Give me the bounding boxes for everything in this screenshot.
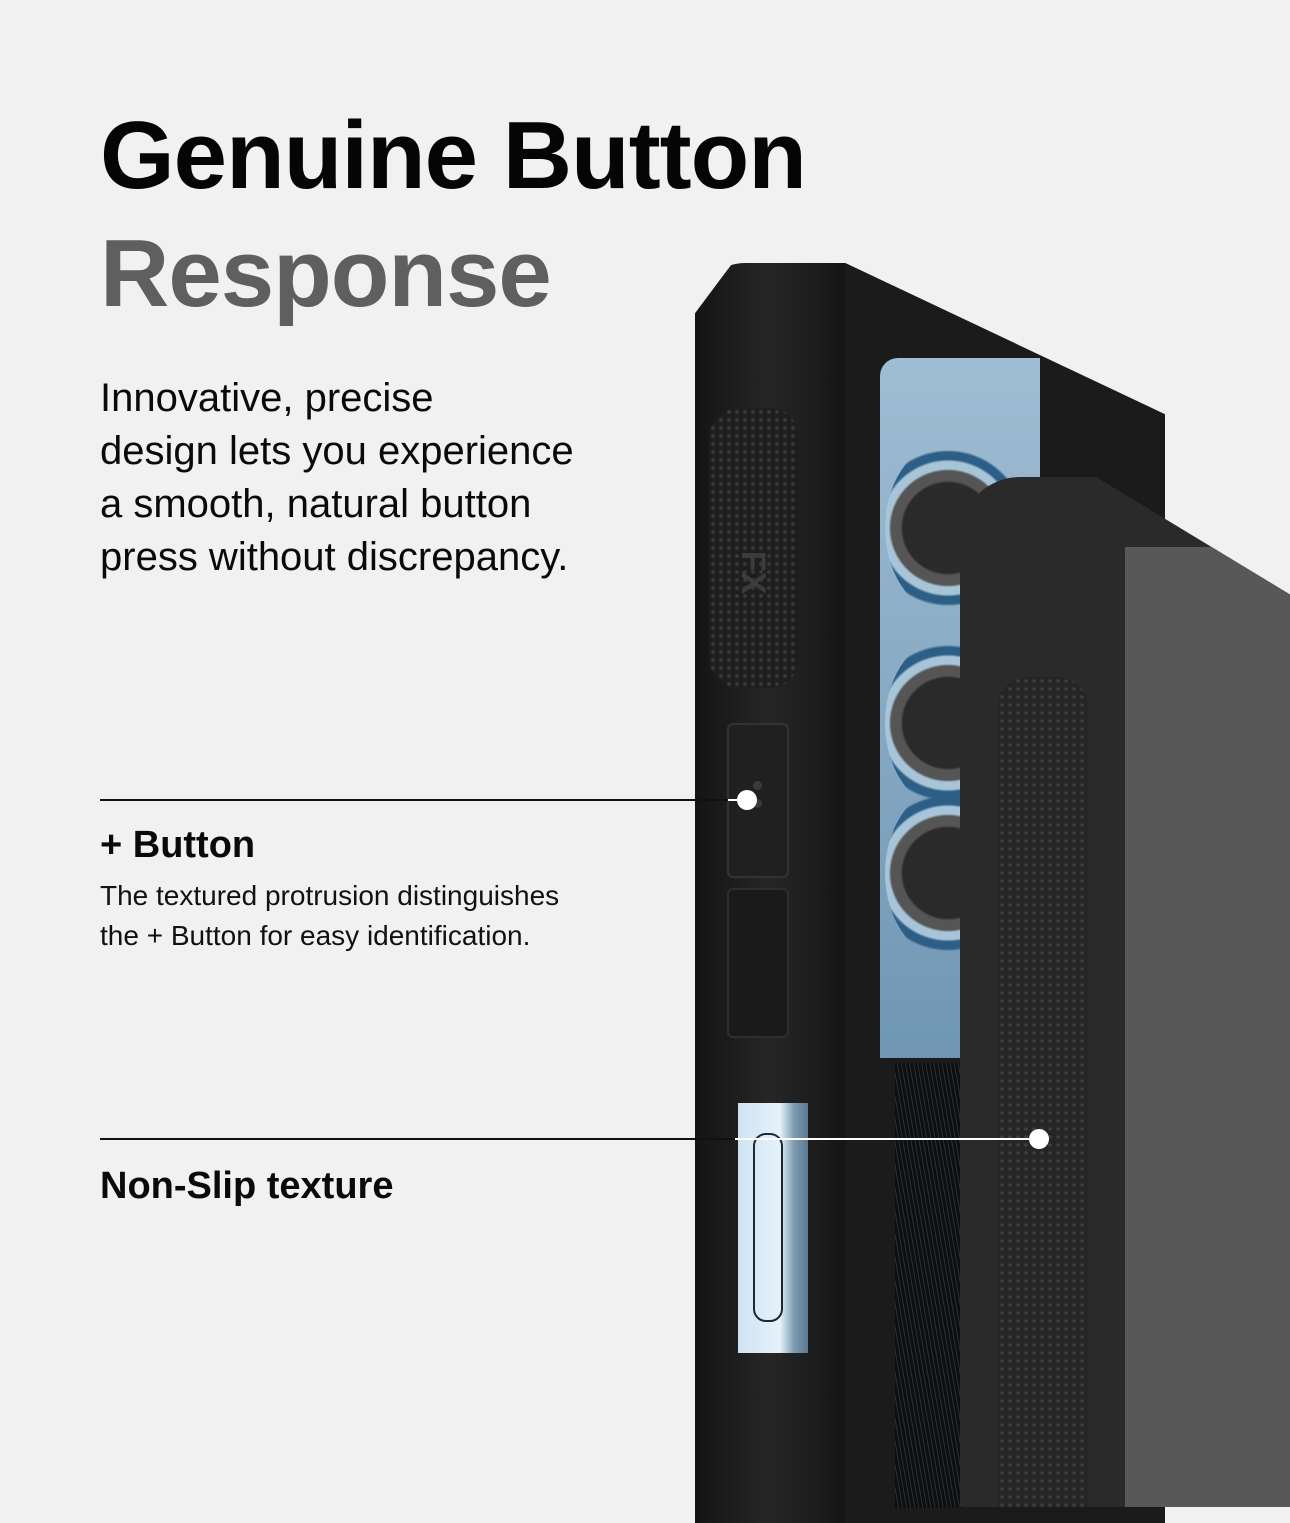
feature-title-texture: Non-Slip texture xyxy=(100,1165,394,1207)
fx-logo: FX xyxy=(734,550,773,595)
callout-dot-texture xyxy=(1029,1129,1049,1149)
callout-line-texture xyxy=(100,1138,735,1140)
feature-description-button: The textured protrusion distinguishes th… xyxy=(100,876,559,956)
case-panel xyxy=(1125,547,1290,1507)
feature-description-line: the + Button for easy identification. xyxy=(100,920,531,951)
intro-line: a smooth, natural button xyxy=(100,482,532,526)
headline-line-1: Genuine Button xyxy=(100,102,807,209)
callout-line-button xyxy=(100,799,728,801)
non-slip-grip-texture xyxy=(998,677,1088,1507)
intro-line: design lets you experience xyxy=(100,429,574,473)
power-button-slot xyxy=(753,1133,783,1322)
grip-texture xyxy=(709,408,799,688)
feature-title-button: + Button xyxy=(100,824,256,866)
intro-line: Innovative, precise xyxy=(100,376,434,420)
phone-case-illustration: FX xyxy=(690,255,1290,1523)
headline-line-2: Response xyxy=(100,220,552,327)
callout-line-texture-white xyxy=(735,1138,1035,1140)
protrusion-dot xyxy=(753,799,762,808)
intro-line: press without discrepancy. xyxy=(100,535,569,579)
feature-description-line: The textured protrusion distinguishes xyxy=(100,880,560,911)
back-pattern xyxy=(895,1063,965,1508)
intro-paragraph: Innovative, precise design lets you expe… xyxy=(100,372,660,584)
power-button xyxy=(738,1103,808,1353)
callout-dot-button xyxy=(737,790,757,810)
protrusion-dot xyxy=(753,781,762,790)
volume-down-button xyxy=(727,888,789,1038)
rear-case xyxy=(960,477,1290,1507)
